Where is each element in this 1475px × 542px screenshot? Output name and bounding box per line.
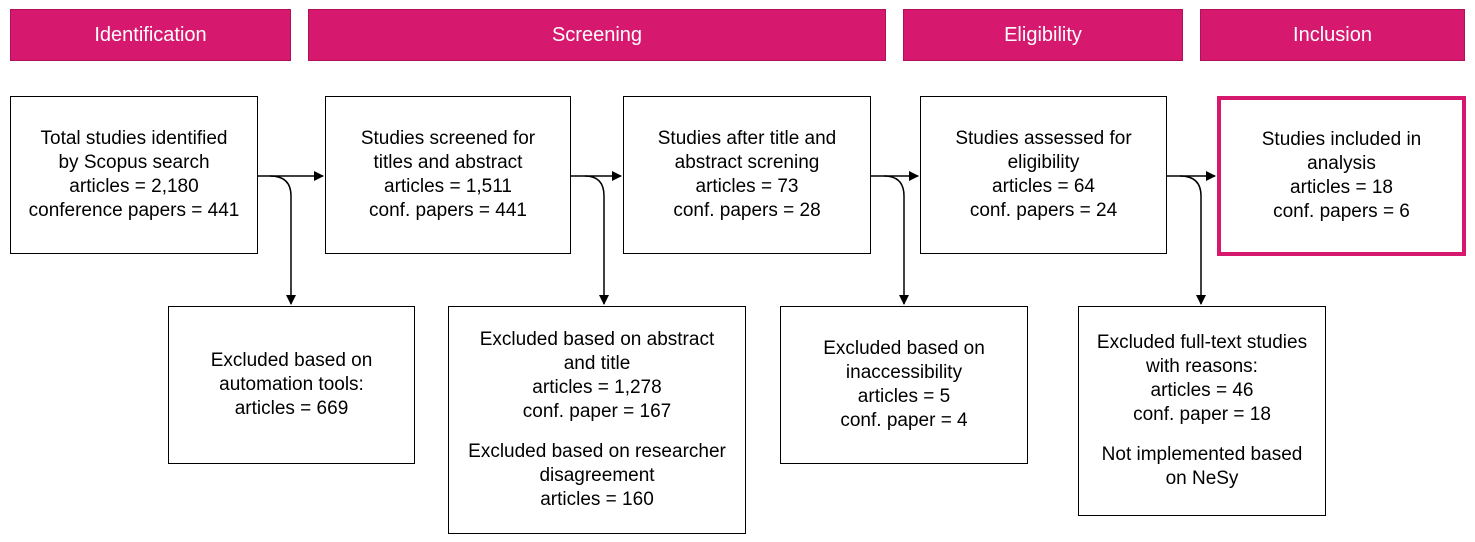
line: conf. paper = 4 [840,410,968,431]
line: conf. paper = 167 [522,401,672,422]
line: Excluded based on abstract [479,329,715,350]
stage-inclusion: Inclusion [1200,9,1465,61]
arrow-assessed-excluded [1179,175,1206,305]
line: articles = 1,278 [532,377,662,398]
box-excluded-fulltext: Excluded full-text studies with reasons:… [1078,306,1326,516]
line: eligibility [1007,152,1080,173]
line: articles = 669 [234,398,349,419]
line: Studies assessed for [955,128,1132,149]
line: and title [563,353,631,374]
line: conference papers = 441 [28,200,240,221]
line: abstract screning [674,152,820,173]
line: articles = 160 [540,489,654,510]
line: by Scopus search [58,152,210,173]
line: on NeSy [1165,468,1239,489]
line: inaccessibility [845,362,963,383]
line: Total studies identified [40,128,228,149]
line: analysis [1307,153,1376,174]
box-identified: Total studies identified by Scopus searc… [10,96,258,254]
line: automation tools: [219,374,364,395]
line: titles and abstract [373,152,523,173]
line: with reasons: [1146,356,1258,377]
line: articles = 2,180 [69,176,199,197]
stage-screening: Screening [308,9,886,61]
line: Studies included in [1261,129,1422,150]
line: Excluded based on researcher [468,441,726,462]
box-excluded-access: Excluded based on inaccessibility articl… [780,306,1028,464]
line: conf. papers = 441 [369,200,527,221]
box-included: Studies included in analysis articles = … [1217,96,1466,256]
box-assessed: Studies assessed for eligibility article… [920,96,1167,254]
line: conf. papers = 24 [969,200,1118,221]
arrow-identified-excluded [269,175,296,305]
line: Studies screened for [360,128,536,149]
line: Excluded based on [210,350,373,371]
line: Studies after title and [657,128,837,149]
line: Excluded based on [823,338,985,359]
arrow-after-excluded [883,175,909,305]
line: articles = 64 [992,176,1095,197]
stage-eligibility: Eligibility [903,9,1183,61]
line: conf. papers = 28 [673,200,821,221]
box-excluded-automation: Excluded based on automation tools: arti… [168,306,415,464]
line: articles = 73 [695,176,799,197]
box-after-screening: Studies after title and abstract screnin… [623,96,871,254]
line: Excluded full-text studies [1096,332,1308,353]
box-screened: Studies screened for titles and abstract… [325,96,571,254]
line: conf. paper = 18 [1133,404,1271,425]
line: conf. papers = 6 [1273,201,1410,222]
line: articles = 46 [1150,380,1254,401]
line: articles = 1,511 [384,176,512,197]
line: articles = 18 [1290,177,1393,198]
line: Not implemented based [1101,444,1303,465]
arrow-screened-excluded [584,175,609,305]
stage-identification: Identification [10,9,291,61]
box-excluded-abstract: Excluded based on abstract and title art… [448,306,746,534]
line: articles = 5 [857,386,951,407]
line: disagreement [539,465,655,486]
